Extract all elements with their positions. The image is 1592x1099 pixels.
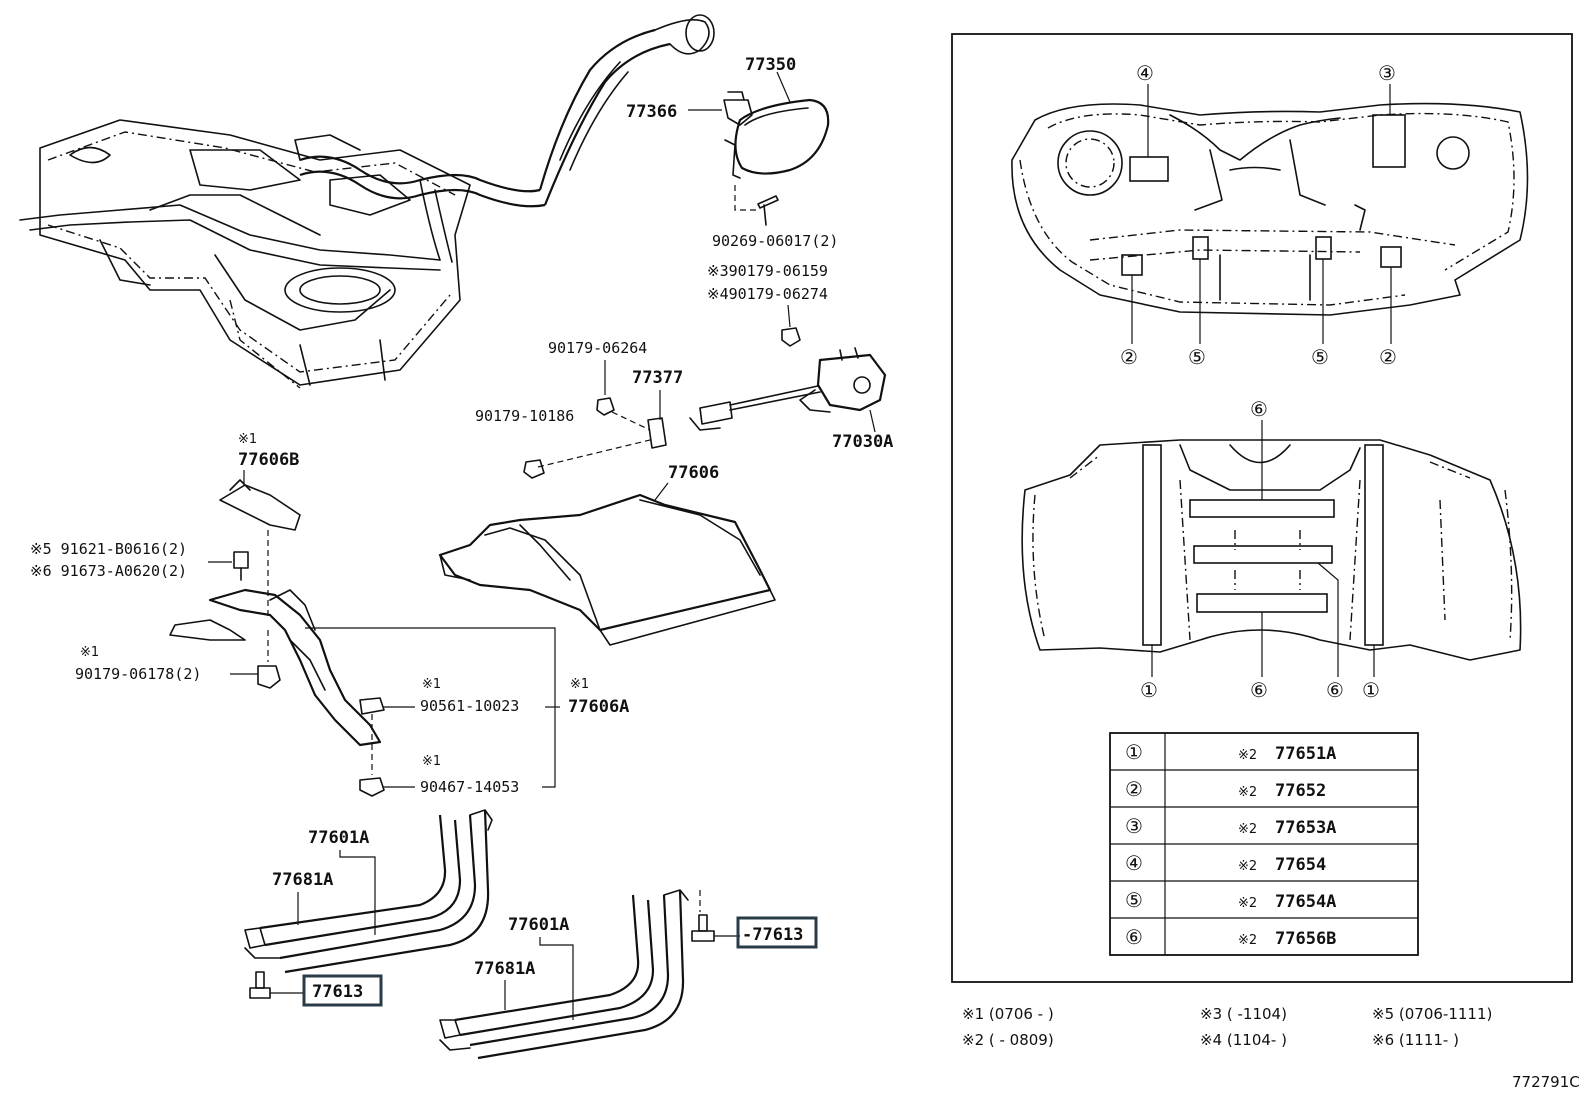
callout-90179-06274: ※490179-06274	[707, 285, 828, 303]
callout-90179-06159: ※390179-06159	[707, 262, 828, 280]
fuel-tank-illustration	[19, 119, 471, 389]
note-1: ※1 (0706 - )	[962, 1005, 1054, 1023]
inset-label-6-right: ⑥	[1326, 678, 1344, 702]
nut-90179-06159: ※390179-06159 ※490179-06274	[707, 262, 828, 347]
fuel-tank-strap-lower: 77601A 77681A	[439, 889, 701, 1060]
callout-77350: 77350	[745, 55, 796, 75]
highlight-box-77613-left	[302, 974, 383, 1007]
callout-90467-mark: ※1	[422, 754, 441, 769]
inset-label-6-top: ⑥	[1250, 397, 1268, 421]
table-row-6-part: 77656B	[1275, 929, 1336, 949]
inset-label-3: ③	[1378, 61, 1396, 85]
inset-label-5-right: ⑤	[1311, 345, 1329, 369]
table-row-1-part: 77651A	[1275, 744, 1336, 764]
table-row-3-num: ③	[1125, 814, 1143, 838]
footnotes: ※1 (0706 - ) ※2 ( - 0809) ※3 ( -1104) ※4…	[962, 1005, 1492, 1049]
callout-77681A-2: 77681A	[474, 959, 535, 979]
fuel-tank-strap-upper: 77601A 77681A	[244, 809, 493, 974]
callout-90561: 90561-10023	[420, 697, 519, 715]
callout-90179-10186: 90179-10186	[475, 407, 574, 425]
screw-90269: 90269-06017(2)	[712, 185, 838, 250]
bracket-77606A: ※1 90179-06178(2) ※1 90561-10023 ※1 7760…	[75, 588, 629, 797]
highlight-box-77613-right	[736, 916, 818, 949]
label-location-inset: ④ ③ ② ⑤ ⑤ ② ⑥ ① ⑥ ⑥ ①	[951, 33, 1573, 983]
fuel-door-77350: 77350	[724, 55, 830, 179]
callout-90467: 90467-14053	[420, 778, 519, 796]
callout-77601A-2: 77601A	[508, 915, 569, 935]
callout-90269: 90269-06017(2)	[712, 232, 838, 250]
table-row-5-mark: ※2	[1238, 896, 1257, 911]
fuel-filler-pipe	[294, 14, 715, 263]
table-row-4-mark: ※2	[1238, 859, 1257, 874]
inset-label-6-mid: ⑥	[1250, 678, 1268, 702]
table-row-3-mark: ※2	[1238, 822, 1257, 837]
note-3: ※3 ( -1104)	[1200, 1005, 1287, 1023]
inset-label-2-left: ②	[1120, 345, 1138, 369]
callout-77681A-1: 77681A	[272, 870, 333, 890]
note-4: ※4 (1104- )	[1200, 1031, 1287, 1049]
inset-label-2-right: ②	[1379, 345, 1397, 369]
callout-77606A: 77606A	[568, 697, 629, 717]
callout-90561-mark: ※1	[422, 677, 441, 692]
table-row-1-num: ①	[1125, 740, 1143, 764]
callout-77030A: 77030A	[832, 432, 893, 452]
bolt-77613-left: 77613	[249, 971, 383, 1007]
table-row-1-mark: ※2	[1238, 748, 1257, 763]
callout-91673: ※6 91673-A0620(2)	[30, 562, 187, 580]
inset-label-1-left: ①	[1140, 678, 1158, 702]
lock-actuator-77030A: 77030A	[689, 347, 893, 452]
callout-90179-06178-mark: ※1	[80, 645, 99, 660]
table-row-2-part: 77652	[1275, 781, 1326, 801]
table-row-4-num: ④	[1125, 851, 1143, 875]
inset-label-1-right: ①	[1362, 678, 1380, 702]
diagram-id: 772791C	[1512, 1073, 1580, 1091]
bolt-91621: ※5 91621-B0616(2) ※6 91673-A0620(2)	[30, 540, 249, 581]
callout-77366: 77366	[626, 102, 677, 122]
callout-77606B-mark: ※1	[238, 432, 257, 447]
hinge-clip-77366: 77366	[626, 91, 753, 126]
note-2: ※2 ( - 0809)	[962, 1031, 1054, 1049]
callout-90179-06178: 90179-06178(2)	[75, 665, 201, 683]
callout-77377: 77377	[632, 368, 683, 388]
table-row-4-part: 77654	[1275, 855, 1326, 875]
callout-77606A-mark: ※1	[570, 677, 589, 692]
callout-77606B: 77606B	[238, 450, 299, 470]
heat-shield-77606: 77606	[438, 463, 776, 646]
bracket-77377: 90179-06264 77377 90179-10186	[475, 339, 683, 479]
callout-91621: ※5 91621-B0616(2)	[30, 540, 187, 558]
callout-77613-left: 77613	[312, 982, 363, 1002]
table-row-2-mark: ※2	[1238, 785, 1257, 800]
callout-77601A-1: 77601A	[308, 828, 369, 848]
table-row-5-part: 77654A	[1275, 892, 1336, 912]
table-row-6-num: ⑥	[1125, 925, 1143, 949]
inset-label-5-left: ⑤	[1188, 345, 1206, 369]
legend-table: ① ※2 77651A ② ※2 77652 ③ ※2 77653A ④ ※2 …	[1109, 732, 1419, 956]
bolt-77613-right: -77613	[691, 914, 818, 949]
note-6: ※6 (1111- )	[1372, 1031, 1459, 1049]
callout-77606: 77606	[668, 463, 719, 483]
callout-77613-right: -77613	[742, 925, 803, 945]
table-row-3-part: 77653A	[1275, 818, 1336, 838]
inset-label-4: ④	[1136, 61, 1154, 85]
table-row-2-num: ②	[1125, 777, 1143, 801]
table-row-5-num: ⑤	[1125, 888, 1143, 912]
note-5: ※5 (0706-1111)	[1372, 1005, 1492, 1023]
bracket-77606B: ※1 77606B	[219, 432, 301, 620]
table-row-6-mark: ※2	[1238, 933, 1257, 948]
callout-90179-06264: 90179-06264	[548, 339, 647, 357]
